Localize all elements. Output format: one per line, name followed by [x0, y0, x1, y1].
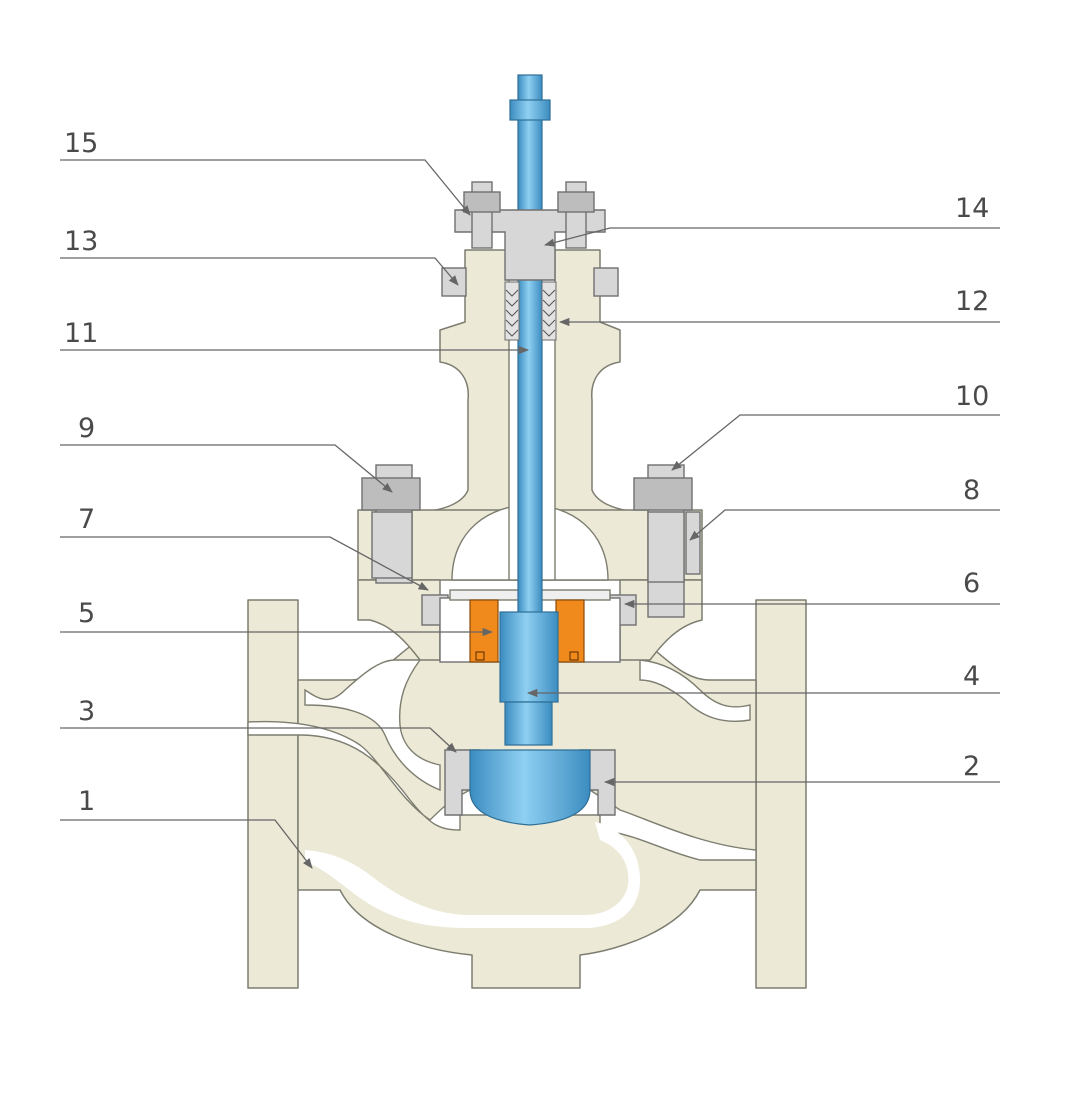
callout-label-11: 11 — [64, 318, 98, 349]
callout-label-5: 5 — [78, 598, 95, 629]
callout-label-14: 14 — [955, 193, 989, 224]
callout-label-9: 9 — [78, 413, 95, 444]
callout-label-13: 13 — [64, 226, 98, 257]
leader-line-14 — [543, 227, 1000, 247]
leader-line-15 — [60, 159, 471, 216]
callout-label-4: 4 — [963, 661, 980, 692]
stem-and-plug — [469, 74, 591, 826]
leader-line-13 — [60, 257, 459, 286]
callout-label-7: 7 — [78, 504, 95, 535]
leader-line-9 — [60, 444, 393, 493]
gland-studs — [463, 181, 595, 249]
callout-label-15: 15 — [64, 128, 98, 159]
leader-line-7 — [60, 536, 429, 591]
callout-label-3: 3 — [78, 696, 95, 727]
bushing-seal — [469, 599, 585, 663]
callout-label-12: 12 — [955, 286, 989, 317]
body-studs — [361, 464, 701, 618]
side-lugs — [441, 267, 619, 297]
leader-line-8 — [689, 509, 1000, 541]
callout-label-8: 8 — [963, 475, 980, 506]
leader-line-10 — [671, 414, 1000, 471]
leader-line-1 — [60, 819, 313, 869]
callout-label-1: 1 — [78, 786, 95, 817]
callout-label-2: 2 — [963, 751, 980, 782]
callout-leaders — [60, 159, 1000, 869]
callout-label-6: 6 — [963, 568, 980, 599]
callout-labels: 15 14 13 12 11 10 9 8 7 6 5 4 3 2 1 — [64, 128, 989, 817]
callout-label-10: 10 — [955, 381, 989, 412]
leader-line-3 — [60, 727, 457, 753]
